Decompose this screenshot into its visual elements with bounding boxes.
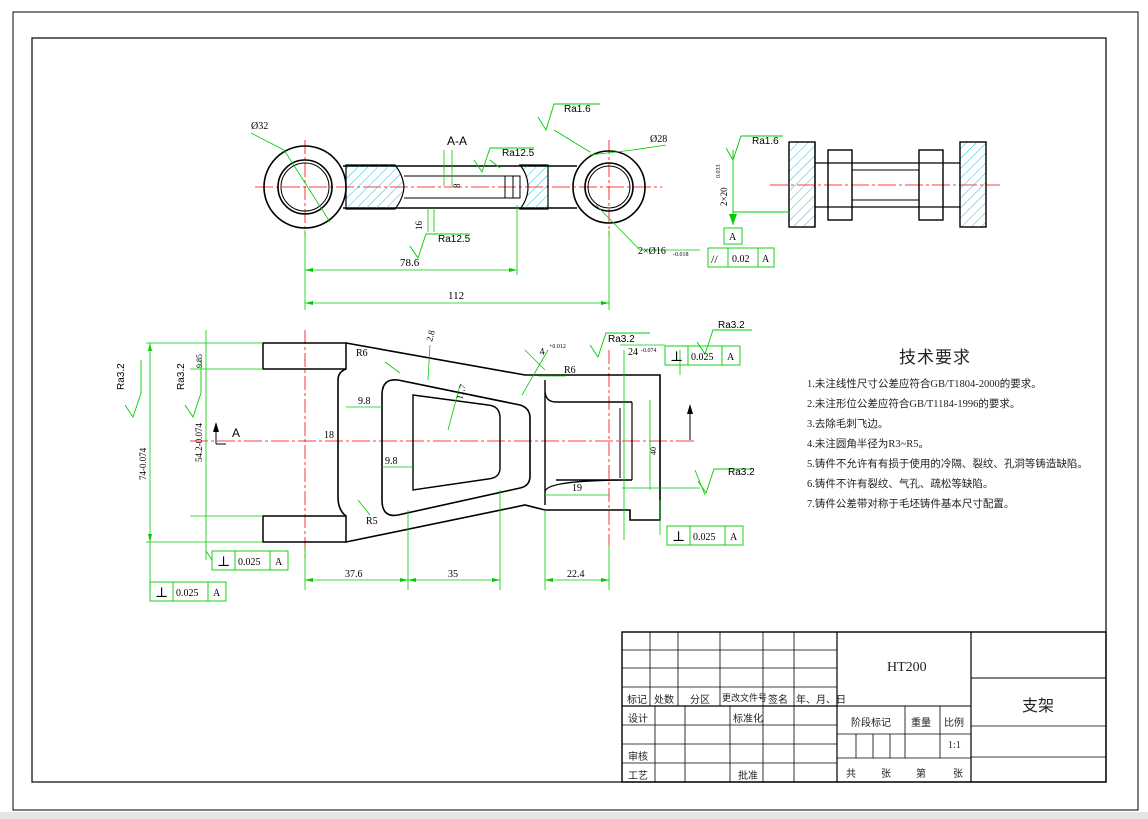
tol-frame-5-datum: A	[213, 588, 221, 599]
label-scale: 比例	[944, 718, 964, 729]
header-date: 年、月、日	[796, 695, 846, 706]
requirement-item: 5.铸件不允许有有损于使用的冷隔、裂纹、孔洞等铸造缺陷。	[807, 459, 1088, 470]
material: HT200	[887, 660, 927, 675]
tol-frame-2-symbol: ⊥	[670, 350, 683, 365]
requirements-title: 技术要求	[899, 348, 971, 367]
dim-r5: R5	[366, 516, 378, 527]
view-arrow-label: A	[232, 426, 240, 440]
label-stage-mark: 阶段标记	[851, 718, 891, 729]
label-standardization: 标准化	[733, 714, 763, 725]
rough-ra125-top: Ra12.5	[502, 148, 535, 159]
front-view: A	[116, 320, 755, 602]
dim-8: 8	[452, 183, 462, 188]
dim-dia-32: Ø32	[251, 121, 268, 132]
dim-37-6: 37.6	[345, 569, 363, 580]
dim-74: 74-0.074	[138, 447, 148, 480]
inner-frame	[31, 37, 1107, 783]
rough-ra16-top: Ra1.6	[564, 104, 591, 115]
dim-22-4: 22.4	[567, 569, 585, 580]
requirement-item: 1.未注线性尺寸公差应符合GB/T1804-2000的要求。	[807, 379, 1042, 390]
dim-9-8-b: 9.8	[385, 456, 398, 467]
label-design: 设计	[628, 714, 648, 725]
dim-2-8: 2.8	[424, 329, 437, 343]
rough-ra32-left-inner: Ra3.2	[176, 363, 187, 390]
header-signature: 签名	[768, 695, 788, 706]
tol-frame-3-datum: A	[730, 532, 738, 543]
label-process: 工艺	[628, 771, 648, 782]
dim-9-8-a: 9.8	[358, 396, 371, 407]
rough-ra32-right: Ra3.2	[728, 467, 755, 478]
outer-frame	[12, 11, 1139, 811]
dim-16: 16	[414, 221, 424, 231]
dim-24: 24	[628, 347, 638, 358]
tol-frame-2-value: 0.025	[691, 352, 714, 363]
tol-frame-2-datum: A	[727, 352, 735, 363]
section-view-aa: A-A Ø32 Ø28 78.6 112 16 8 2×Ø16 -0.018 R…	[250, 103, 775, 310]
datum-a-box: A	[729, 232, 737, 243]
requirement-item: 2.未注形位公差应符合GB/T1184-1996的要求。	[807, 399, 1021, 410]
dim-r6-b: R6	[564, 365, 576, 376]
dim-r6-a: R6	[356, 348, 368, 359]
tol-frame-5-value: 0.025	[176, 588, 199, 599]
section-label: A-A	[447, 134, 467, 148]
requirement-item: 4.未注圆角半径为R3~R5。	[807, 439, 930, 450]
dim-40: 40	[649, 447, 658, 455]
dim-2x20: 2×20	[719, 187, 729, 206]
dim-dia-28: Ø28	[650, 134, 667, 145]
label-approve: 批准	[738, 771, 758, 782]
tol-frame-1-datum: A	[762, 254, 770, 265]
dim-112: 112	[448, 290, 464, 302]
bottom-status-strip	[0, 812, 1148, 819]
rough-ra16-right: Ra1.6	[752, 136, 779, 147]
rough-ra32-right-top: Ra3.2	[718, 320, 745, 331]
dim-2x16-tol: -0.018	[673, 252, 689, 258]
tol-frame-1-symbol: //	[711, 252, 718, 266]
label-total-sheets: 共	[846, 769, 856, 780]
dim-24-tol: -0.074	[641, 348, 657, 354]
label-weight: 重量	[911, 718, 931, 729]
dim-2x16: 2×Ø16	[638, 246, 666, 257]
label-sheet-unit2: 张	[953, 769, 963, 780]
dim-9-85: 9.85	[195, 354, 204, 368]
tol-frame-4-datum: A	[275, 557, 283, 568]
rough-ra32-mid: Ra3.2	[608, 334, 635, 345]
requirement-item: 6.铸件不许有裂纹、气孔、疏松等缺陷。	[807, 479, 994, 490]
part-name: 支架	[1022, 698, 1055, 715]
dim-78-6: 78.6	[400, 257, 420, 269]
dim-4-tol: +0.012	[549, 344, 566, 350]
dim-4: 4	[539, 346, 545, 358]
tol-frame-4-value: 0.025	[238, 557, 261, 568]
rough-ra125-bottom: Ra12.5	[438, 234, 471, 245]
title-block-grid	[621, 631, 1107, 783]
scale-value: 1:1	[948, 740, 961, 751]
dim-2x20-tol: 0.033	[716, 165, 722, 179]
tol-frame-4-symbol: ⊥	[217, 555, 230, 570]
tol-frame-3-value: 0.025	[693, 532, 716, 543]
header-count: 处数	[654, 695, 674, 706]
tol-frame-3-symbol: ⊥	[672, 530, 685, 545]
header-zone: 分区	[690, 695, 710, 706]
header-mark: 标记	[627, 695, 647, 706]
requirement-item: 7.铸件公差带对称于毛坯铸件基本尺寸配置。	[807, 499, 1015, 510]
dim-11-7: 11.7	[454, 383, 468, 401]
tol-frame-5-symbol: ⊥	[155, 586, 168, 601]
rough-ra32-left-outer: Ra3.2	[116, 363, 127, 390]
requirement-item: 3.去除毛刺飞边。	[807, 419, 889, 430]
dim-35: 35	[448, 569, 458, 580]
label-sheet-no: 第	[916, 769, 926, 780]
label-sheet-unit: 张	[881, 769, 891, 780]
header-change-doc: 更改文件号	[722, 693, 768, 703]
side-view: A Ra1.6 2×20 0.033	[716, 135, 1000, 245]
dim-19: 19	[572, 483, 582, 494]
tol-frame-1-value: 0.02	[732, 254, 750, 265]
dim-54: 54.2-0.074	[194, 423, 204, 462]
label-review: 审核	[628, 752, 648, 763]
dim-18: 18	[324, 430, 334, 441]
